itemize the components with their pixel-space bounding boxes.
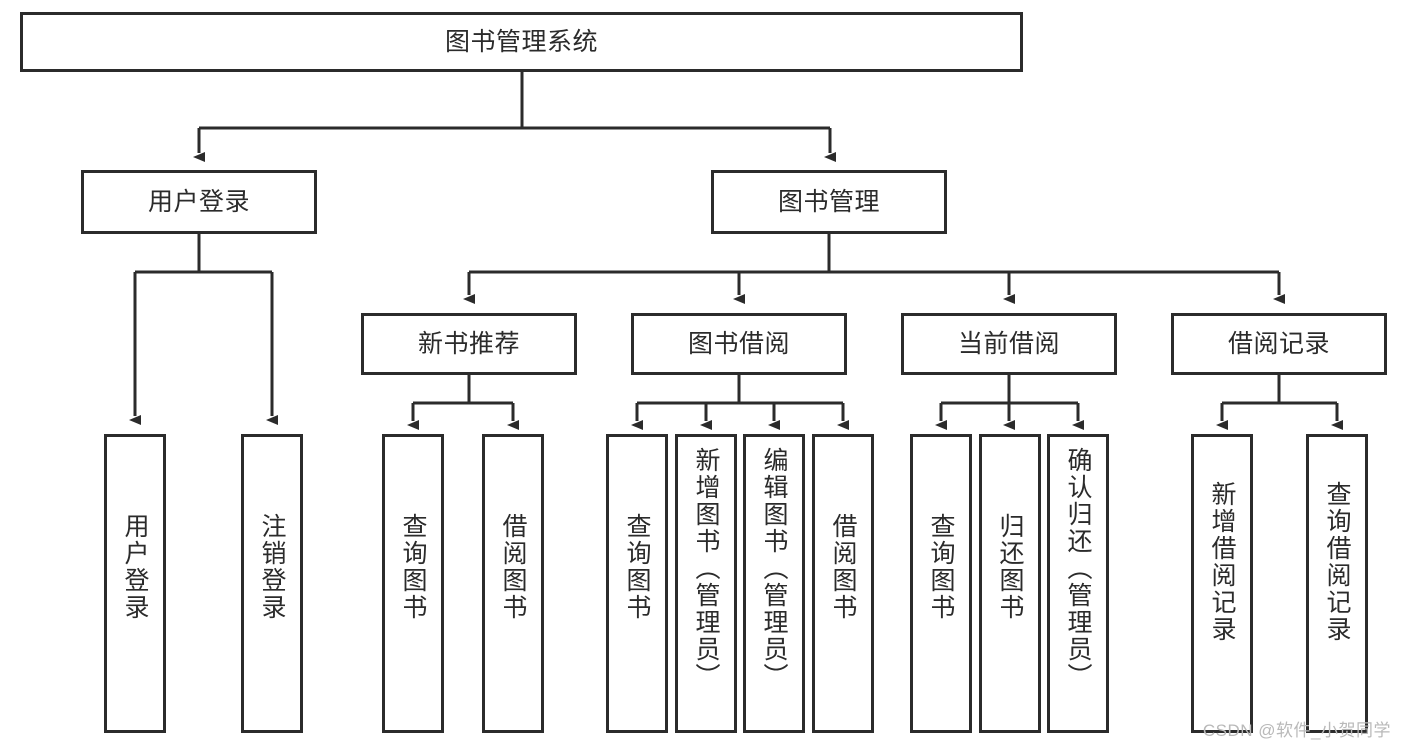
- leaf-add-record[interactable]: 新增借阅记录: [1191, 434, 1253, 733]
- watermark-text: CSDN @软件_小贺同学: [1202, 721, 1391, 740]
- leaf-edit-book-label: 编辑图书（管理员）: [760, 447, 788, 690]
- leaf-confirm-return-label: 确认归还（管理员）: [1064, 447, 1092, 690]
- leaf-logout-label: 注销登录: [258, 513, 286, 621]
- node-borrow-record-label: 借阅记录: [1227, 329, 1330, 358]
- node-new-book-rec-label: 新书推荐: [417, 329, 520, 358]
- leaf-borrow-book-2[interactable]: 借阅图书: [812, 434, 874, 733]
- leaf-edit-book[interactable]: 编辑图书（管理员）: [743, 434, 805, 733]
- leaf-return-book-label: 归还图书: [996, 513, 1024, 621]
- leaf-query-book-1[interactable]: 查询图书: [382, 434, 444, 733]
- leaf-query-book-2[interactable]: 查询图书: [606, 434, 668, 733]
- leaf-borrow-book-2-label: 借阅图书: [829, 513, 857, 621]
- leaf-logout[interactable]: 注销登录: [241, 434, 303, 733]
- node-new-book-rec[interactable]: 新书推荐: [361, 313, 577, 375]
- node-current-borrow[interactable]: 当前借阅: [901, 313, 1117, 375]
- leaf-add-book[interactable]: 新增图书（管理员）: [675, 434, 737, 733]
- node-book-borrow[interactable]: 图书借阅: [631, 313, 847, 375]
- leaf-query-book-3[interactable]: 查询图书: [910, 434, 972, 733]
- leaf-confirm-return[interactable]: 确认归还（管理员）: [1047, 434, 1109, 733]
- leaf-add-book-label: 新增图书（管理员）: [692, 447, 720, 690]
- leaf-query-record-label: 查询借阅记录: [1323, 481, 1351, 643]
- node-current-borrow-label: 当前借阅: [957, 329, 1060, 358]
- leaf-query-book-2-label: 查询图书: [623, 513, 651, 621]
- leaf-add-record-label: 新增借阅记录: [1208, 481, 1236, 643]
- leaf-query-record[interactable]: 查询借阅记录: [1306, 434, 1368, 733]
- node-user-login-label: 用户登录: [147, 187, 250, 216]
- leaf-query-book-3-label: 查询图书: [927, 513, 955, 621]
- node-borrow-record[interactable]: 借阅记录: [1171, 313, 1387, 375]
- leaf-borrow-book-1[interactable]: 借阅图书: [482, 434, 544, 733]
- leaf-return-book[interactable]: 归还图书: [979, 434, 1041, 733]
- node-user-login[interactable]: 用户登录: [81, 170, 317, 234]
- node-book-borrow-label: 图书借阅: [687, 329, 790, 358]
- node-root-label: 图书管理系统: [444, 27, 598, 56]
- leaf-user-login[interactable]: 用户登录: [104, 434, 166, 733]
- leaf-query-book-1-label: 查询图书: [399, 513, 427, 621]
- node-root[interactable]: 图书管理系统: [20, 12, 1023, 72]
- leaf-borrow-book-1-label: 借阅图书: [499, 513, 527, 621]
- node-book-manage-label: 图书管理: [777, 187, 880, 216]
- node-book-manage[interactable]: 图书管理: [711, 170, 947, 234]
- leaf-user-login-label: 用户登录: [121, 513, 149, 621]
